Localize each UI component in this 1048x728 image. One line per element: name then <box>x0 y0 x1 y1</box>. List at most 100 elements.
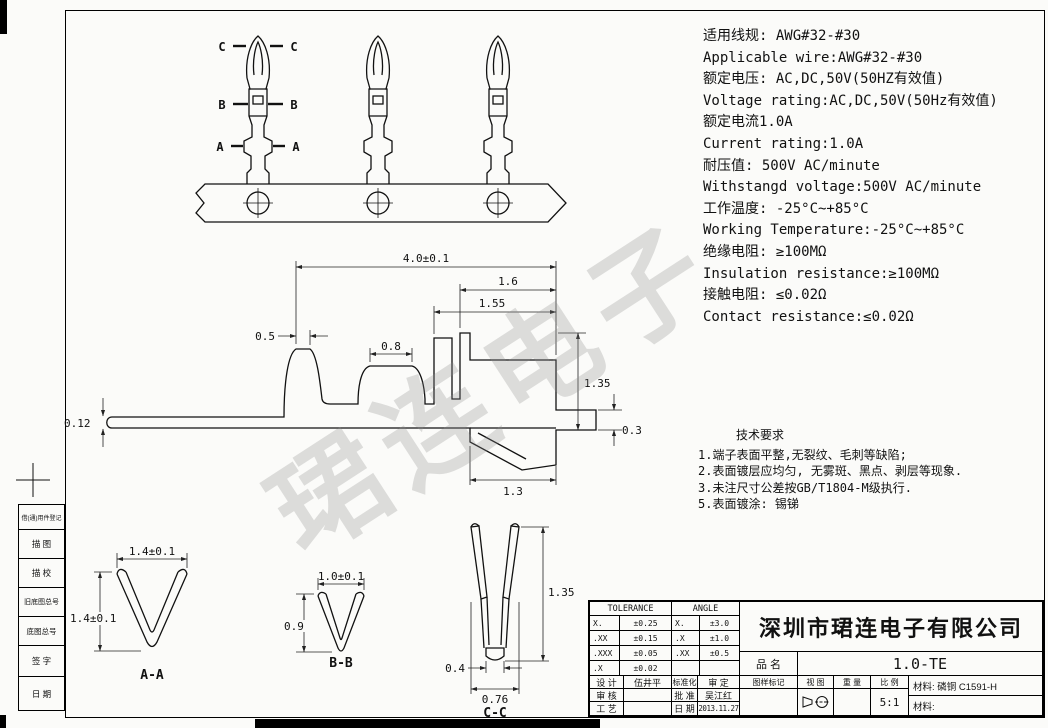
dimension-labels: 4.0±0.1 1.6 1.55 0.5 0.8 1.35 0.12 0.3 1… <box>64 252 642 498</box>
spec-line: 接触电阻: ≤0.02Ω <box>703 287 827 304</box>
date-value: 2013.11.27 <box>698 702 740 716</box>
dim-0-3: 0.3 <box>622 424 642 437</box>
angle-cell: ±0.5 <box>700 646 740 661</box>
technical-requirements: 技术要求 1.端子表面平整,无裂纹、毛刺等缺陷; 2.表面镀层应均匀, 无雾斑、… <box>698 427 962 513</box>
spec-line: Applicable wire:AWG#32-#30 <box>703 49 923 66</box>
standardization-label: 标准化 <box>672 676 698 689</box>
angle-cell: .XX <box>672 646 700 661</box>
dim-1-6: 1.6 <box>498 275 518 288</box>
spec-line: 绝缘电阻: ≥100MΩ <box>703 243 827 260</box>
spec-line: Working Temperature:-25°C~+85°C <box>703 222 965 239</box>
tolerance-cell: ±0.25 <box>620 616 672 631</box>
margin-box-borrowed-parts: 借(通)用件登记 <box>18 504 65 530</box>
dim-cc-outer-width: 0.76 <box>482 693 509 706</box>
tolerance-cell: .XXX <box>590 646 620 661</box>
title-block: TOLERANCE ANGLE X. ±0.25 X. ±3.0 .XX ±0.… <box>588 600 1045 718</box>
angle-cell <box>672 661 700 676</box>
dim-1-35: 1.35 <box>584 377 611 390</box>
dimension-lines <box>100 261 622 485</box>
tolerance-cell: .X <box>590 661 620 676</box>
dim-aa-width: 1.4±0.1 <box>129 545 175 558</box>
sheet-border-frame <box>65 10 1045 718</box>
company-name: 深圳市珺连电子有限公司 <box>740 602 1043 652</box>
material-label: 材料: <box>909 696 1043 716</box>
ratifier-name: 吴江红 <box>698 689 740 702</box>
tech-requirements-title: 技术要求 <box>736 428 785 442</box>
spec-list: 适用线规: AWG#32-#30 Applicable wire:AWG#32-… <box>703 26 998 328</box>
centering-mark <box>16 463 50 497</box>
tolerance-header: TOLERANCE <box>590 602 672 616</box>
weight-cell <box>834 689 871 716</box>
scale-value: 5:1 <box>871 689 909 716</box>
dim-1-3: 1.3 <box>503 485 523 498</box>
dim-cc-height: 1.35 <box>548 586 575 599</box>
spec-line: 耐压值: 500V AC/minute <box>703 157 880 174</box>
angle-cell: ±3.0 <box>700 616 740 631</box>
section-letter-c: C <box>218 40 225 54</box>
tolerance-cell: ±0.05 <box>620 646 672 661</box>
margin-box-signature: 签 字 <box>18 645 65 677</box>
tech-requirement-item: 5.表面镀涂: 锡锑 <box>698 497 799 511</box>
tech-requirement-item: 3.未注尺寸公差按GB/T1804-M级执行. <box>698 480 912 495</box>
section-aa <box>116 568 188 648</box>
section-letter-c: C <box>290 40 297 54</box>
spec-line: Voltage rating:AC,DC,50V(50Hz有效值) <box>703 92 998 109</box>
dim-bb-width: 1.0±0.1 <box>318 570 364 583</box>
angle-cell: .X <box>672 631 700 646</box>
margin-box-old-master-no: 旧底图总号 <box>18 587 65 617</box>
section-bb <box>317 591 365 652</box>
scale-label: 比 例 <box>871 676 909 689</box>
dim-overall: 4.0±0.1 <box>403 252 449 265</box>
dim-0-8: 0.8 <box>381 340 401 353</box>
spec-line: 额定电流1.0A <box>703 114 793 131</box>
material-value: 材料: 磷铜 C1591-H <box>909 676 1043 696</box>
spec-line: 工作温度: -25°C~+85°C <box>703 200 869 217</box>
ratify-label: 批 准 <box>672 689 698 702</box>
section-aa-dims <box>69 553 188 652</box>
margin-box-master-no: 底图总号 <box>18 616 65 646</box>
section-bb-dims <box>283 578 365 653</box>
angle-cell <box>700 661 740 676</box>
section-letter-b: B <box>218 98 225 112</box>
section-letter-a: A <box>292 140 300 154</box>
design-label: 设 计 <box>590 676 624 689</box>
first-angle-projection-icon <box>802 696 829 708</box>
dim-cc-inner-width: 0.4 <box>445 662 465 675</box>
section-letter-b: B <box>290 98 297 112</box>
dim-aa-height: 1.4±0.1 <box>70 612 116 625</box>
margin-box-date: 日 期 <box>18 676 65 711</box>
projection-cell <box>798 689 834 716</box>
view-label: 视 图 <box>798 676 834 689</box>
tech-requirement-item: 2.表面镀层应均匀, 无雾斑、黑点、剥层等现象. <box>698 464 963 478</box>
tolerance-cell: ±0.02 <box>620 661 672 676</box>
tolerance-cell: X. <box>590 616 620 631</box>
margin-box-trace-check: 描 校 <box>18 558 65 588</box>
dim-0-5: 0.5 <box>255 330 275 343</box>
scan-artifact <box>255 719 600 728</box>
spec-line: Insulation resistance:≥100MΩ <box>703 265 940 282</box>
approve-label: 审 定 <box>698 676 740 689</box>
product-name-value: 1.0-TE <box>798 652 1043 676</box>
section-cc-dims <box>468 526 549 694</box>
dim-bb-height: 0.9 <box>284 620 304 633</box>
section-bb-label: B-B <box>329 656 353 671</box>
spec-line: Current rating:1.0A <box>703 135 864 152</box>
side-view <box>106 332 597 471</box>
drawing-mark-cell <box>740 689 798 716</box>
section-letter-a: A <box>216 140 224 154</box>
check-label: 审 核 <box>590 689 624 702</box>
spec-line: 额定电压: AC,DC,50V(50HZ有效值) <box>703 71 945 88</box>
section-letters: C C B B A A <box>216 40 300 154</box>
tolerance-cell: .XX <box>590 631 620 646</box>
scan-artifact <box>0 715 6 728</box>
margin-signature-column: 借(通)用件登记 描 图 描 校 旧底图总号 底图总号 签 字 日 期 <box>18 504 65 711</box>
section-cc-label: C-C <box>483 706 506 721</box>
angle-header: ANGLE <box>672 602 740 616</box>
designer-name: 伍井平 <box>624 676 672 689</box>
tolerance-cell: ±0.15 <box>620 631 672 646</box>
weight-label: 重 量 <box>834 676 871 689</box>
process-label: 工 艺 <box>590 702 624 716</box>
check-name-cell <box>624 689 672 702</box>
